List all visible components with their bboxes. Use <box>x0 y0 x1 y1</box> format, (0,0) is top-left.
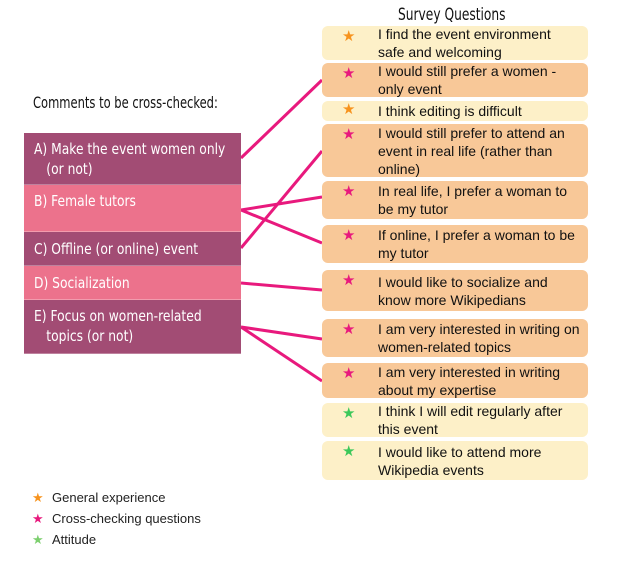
star-icon: ★ <box>342 28 356 45</box>
legend-attitude: ★Attitude <box>32 532 97 547</box>
link-e-q8 <box>240 325 323 341</box>
star-icon: ★ <box>32 532 44 547</box>
link-e-q9 <box>240 325 323 383</box>
question-6: ★If online, I prefer a woman to be my tu… <box>322 225 588 263</box>
star-icon: ★ <box>342 65 356 82</box>
comment-a: A) Make the event women only(or not) <box>24 133 241 185</box>
star-icon: ★ <box>342 126 356 143</box>
comments-heading: Comments to be cross-checked: <box>33 93 218 112</box>
question-4: ★I would still prefer to attend an event… <box>322 124 588 177</box>
link-a-q2 <box>239 78 324 160</box>
comment-b: B) Female tutors <box>24 185 241 232</box>
link-c-q4 <box>239 150 324 249</box>
legend-general: ★General experience <box>32 490 166 505</box>
link-b-q6 <box>240 208 323 245</box>
comment-d: D) Socialization <box>24 266 241 300</box>
star-icon: ★ <box>342 405 356 422</box>
question-11: ★I would like to attend more Wikipedia e… <box>322 441 588 480</box>
question-5: ★In real life, I prefer a woman to be my… <box>322 181 588 219</box>
link-d-q7 <box>240 281 323 292</box>
star-icon: ★ <box>342 272 356 289</box>
question-10: ★I think I will edit regularly after thi… <box>322 403 588 437</box>
star-icon: ★ <box>342 101 356 118</box>
question-3: ★I think editing is difficult <box>322 101 588 121</box>
legend-cross-checking: ★Cross-checking questions <box>32 511 201 526</box>
question-9: ★I am very interested in writing about m… <box>322 363 588 398</box>
star-icon: ★ <box>342 365 356 382</box>
star-icon: ★ <box>342 443 356 460</box>
survey-questions-heading: Survey Questions <box>398 5 506 25</box>
star-icon: ★ <box>32 490 44 505</box>
question-1: ★I find the event environment safe and w… <box>322 26 588 60</box>
question-2: ★I would still prefer a women -only even… <box>322 63 588 97</box>
star-icon: ★ <box>32 511 44 526</box>
star-icon: ★ <box>342 321 356 338</box>
question-8: ★I am very interested in writing on wome… <box>322 319 588 357</box>
star-icon: ★ <box>342 183 356 200</box>
star-icon: ★ <box>342 227 356 244</box>
link-b-q5 <box>240 195 323 212</box>
question-7: ★I would like to socialize and know more… <box>322 270 588 311</box>
comment-c: C) Offline (or online) event <box>24 232 241 266</box>
